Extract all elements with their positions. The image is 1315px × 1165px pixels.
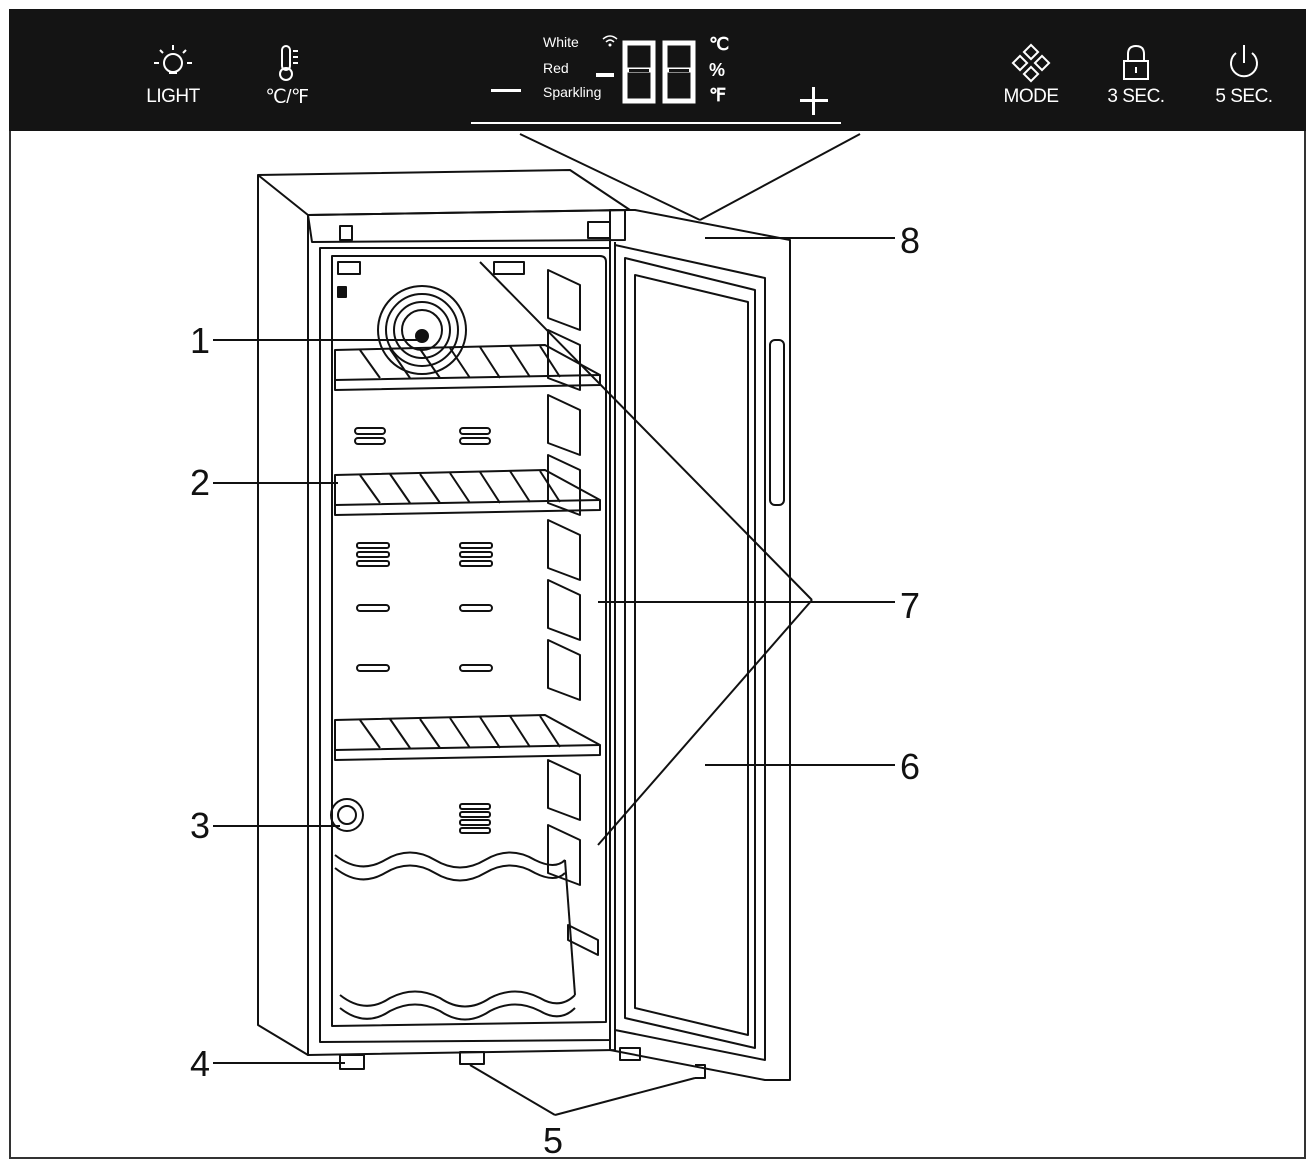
door-bottom-corner bbox=[695, 1064, 706, 1079]
panel-leader-left bbox=[519, 133, 701, 221]
leader-7c bbox=[597, 599, 813, 846]
thermostat-knob-center bbox=[337, 805, 357, 825]
dash-segment bbox=[596, 73, 614, 77]
rear-vents bbox=[354, 427, 493, 834]
callout-5: 5 bbox=[543, 1120, 564, 1161]
glass-door bbox=[609, 209, 791, 1081]
vent-top-left bbox=[337, 261, 361, 275]
callout-7: 7 bbox=[900, 585, 921, 626]
power-label: 5 SEC. bbox=[1215, 86, 1273, 107]
power-icon bbox=[1207, 43, 1281, 83]
shelf-supports bbox=[547, 269, 599, 956]
leveling-foot-center bbox=[459, 1051, 485, 1065]
bottom-bottle-rack bbox=[334, 851, 576, 1021]
power-button[interactable]: 5 SEC. bbox=[1207, 9, 1281, 131]
door-glass-inner bbox=[634, 274, 749, 1036]
callout-1: 1 bbox=[190, 320, 211, 361]
mode-button[interactable]: MODE bbox=[996, 9, 1066, 131]
lock-button[interactable]: 3 SEC. bbox=[1101, 9, 1171, 131]
light-button[interactable]: LIGHT bbox=[137, 9, 209, 131]
leader-5a bbox=[469, 1064, 556, 1116]
cabinet-side bbox=[257, 174, 309, 1056]
door-handle bbox=[769, 339, 785, 506]
unit-toggle-button[interactable]: ℃/℉ bbox=[247, 9, 327, 131]
hinge-top-left bbox=[339, 225, 353, 241]
temperature-display: White Red Sparkling bbox=[471, 31, 843, 127]
fan-ring-2 bbox=[393, 301, 451, 359]
minus-button[interactable] bbox=[491, 89, 521, 92]
callout-4: 4 bbox=[190, 1043, 211, 1084]
door-hinge-bottom bbox=[619, 1047, 641, 1061]
lock-label: 3 SEC. bbox=[1107, 86, 1165, 107]
unit-fahrenheit: ℉ bbox=[709, 85, 727, 105]
control-panel: LIGHT ℃/℉ White Red Sparkling bbox=[9, 9, 1306, 131]
fan-ring-3 bbox=[401, 309, 443, 351]
sensor-top-left bbox=[337, 286, 347, 298]
display-underline bbox=[471, 122, 841, 124]
cabinet-opening bbox=[319, 247, 611, 1043]
wine-type-white: White bbox=[543, 34, 579, 50]
thermometer-icon bbox=[247, 43, 327, 83]
cabinet-top-front bbox=[307, 209, 626, 243]
seven-segment-digits bbox=[621, 39, 699, 110]
cabinet-top bbox=[257, 169, 631, 216]
door-hinge-top bbox=[587, 221, 611, 239]
callout-3: 3 bbox=[190, 805, 211, 846]
unit-toggle-label: ℃/℉ bbox=[265, 87, 309, 108]
door-glass-pane bbox=[624, 257, 756, 1049]
leader-5b bbox=[554, 1077, 696, 1116]
shelf-1 bbox=[334, 344, 601, 391]
fan-guard bbox=[377, 285, 467, 375]
fan-ring-1 bbox=[385, 293, 459, 367]
light-bulb-icon bbox=[137, 43, 209, 83]
shelf-3 bbox=[334, 714, 601, 761]
unit-celsius: ℃ bbox=[709, 34, 730, 54]
thermostat-knob bbox=[330, 798, 364, 832]
light-label: LIGHT bbox=[146, 86, 200, 107]
mode-diamond-icon bbox=[996, 43, 1066, 83]
mode-label: MODE bbox=[1003, 86, 1060, 107]
wine-type-sparkling: Sparkling bbox=[543, 84, 602, 100]
shelf-2 bbox=[334, 469, 601, 516]
panel-leader-right bbox=[699, 133, 861, 221]
door-glass-frame bbox=[614, 244, 766, 1061]
unit-percent: % bbox=[709, 60, 726, 80]
vent-top-center bbox=[493, 261, 525, 275]
plus-button-vertical[interactable] bbox=[812, 87, 815, 115]
wifi-icon bbox=[602, 34, 618, 53]
callout-6: 6 bbox=[900, 746, 921, 787]
leader-7a bbox=[479, 261, 813, 601]
callout-2: 2 bbox=[190, 462, 211, 503]
inner-liner bbox=[331, 255, 607, 1027]
wine-type-red: Red bbox=[543, 60, 569, 76]
lock-icon bbox=[1101, 43, 1171, 83]
callout-8: 8 bbox=[900, 220, 921, 261]
